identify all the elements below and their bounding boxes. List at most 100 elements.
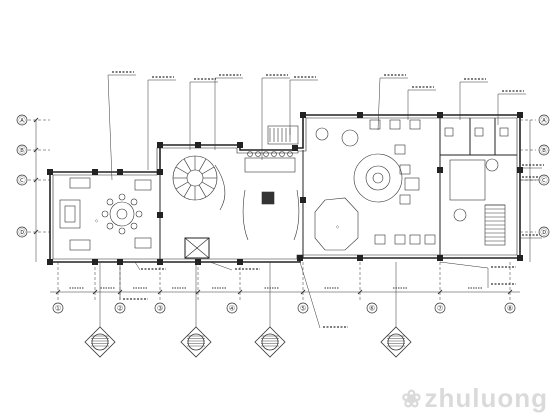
column xyxy=(47,259,53,265)
column xyxy=(297,255,303,261)
chair xyxy=(130,222,138,230)
column xyxy=(195,142,201,148)
round-table xyxy=(109,201,135,227)
dimension-tick xyxy=(33,117,39,123)
axis-bubble-circle xyxy=(114,302,126,314)
dimension-tick xyxy=(237,289,243,295)
bar-stool xyxy=(271,151,277,157)
column xyxy=(157,142,163,148)
marker-circle xyxy=(387,333,405,351)
armchair xyxy=(69,239,91,251)
axis-bubble-label: ⑥ xyxy=(369,305,375,313)
axis-bubble-circle xyxy=(16,114,28,126)
sofa xyxy=(404,177,420,191)
elevation-markers xyxy=(84,262,412,358)
axis-bubble-Ⓑ-L: Ⓑ xyxy=(16,144,28,156)
bar-stool xyxy=(247,151,253,157)
axis-bubble-circle xyxy=(16,174,28,186)
axis-bubble-Ⓑ-R: Ⓑ xyxy=(538,144,550,156)
armchair xyxy=(424,234,436,245)
bar-stool xyxy=(255,151,261,157)
axis-bubble-Ⓒ-R: Ⓒ xyxy=(538,174,550,186)
round-table-center xyxy=(116,208,128,220)
stair-tread xyxy=(183,184,192,198)
round-lounge xyxy=(353,153,403,203)
stair-tread xyxy=(198,158,207,172)
axis-bubble-circle xyxy=(16,226,28,238)
marker-diamond xyxy=(254,326,286,358)
chair xyxy=(130,198,138,206)
interior-wall-line xyxy=(52,117,518,260)
display-table xyxy=(261,191,275,205)
armchair xyxy=(389,119,401,130)
axis-bubble-circle xyxy=(297,302,309,314)
axis-bubble-Ⓓ-R: Ⓓ xyxy=(538,226,550,238)
column xyxy=(357,112,363,118)
axis-bubble-circle xyxy=(154,302,166,314)
axis-bubble-circle xyxy=(52,302,64,314)
dimension-lines xyxy=(28,117,536,300)
axis-bubble-Ⓒ-L: Ⓒ xyxy=(16,174,28,186)
axis-bubble-circle xyxy=(434,302,446,314)
axis-bubble-label: ⑧ xyxy=(507,305,513,313)
chair xyxy=(118,193,126,201)
axis-bubble-label: ④ xyxy=(229,305,235,313)
paw-icon: ❀ xyxy=(401,386,423,413)
elevation-marker xyxy=(254,262,286,358)
armchair xyxy=(399,164,411,175)
axis-bubble-Ⓐ-R: Ⓐ xyxy=(538,114,550,126)
marker-circle xyxy=(91,333,109,351)
column xyxy=(517,112,523,118)
round-table-small xyxy=(341,129,359,147)
bar-stool xyxy=(287,151,293,157)
round-sofa xyxy=(365,165,391,191)
armchair xyxy=(134,237,152,249)
leader-line xyxy=(377,77,381,131)
bar-stool xyxy=(263,151,269,157)
dimension-tick xyxy=(195,289,201,295)
axis-bubble-label: Ⓓ xyxy=(19,229,26,237)
axis-bubble-label: Ⓐ xyxy=(541,117,548,125)
chair xyxy=(101,210,109,218)
entry-stair xyxy=(267,125,299,145)
elevator-shaft xyxy=(184,237,210,259)
stair-tread xyxy=(198,184,207,198)
marker-diamond xyxy=(380,326,412,358)
axis-bubble-1: ① xyxy=(52,302,64,314)
stair-rail xyxy=(214,164,226,211)
axis-bubble-label: Ⓓ xyxy=(541,229,548,237)
armchair xyxy=(134,179,152,191)
axis-bubble-4: ④ xyxy=(226,302,238,314)
axis-bubble-label: ⑤ xyxy=(300,305,306,313)
dimension-tick xyxy=(507,289,513,295)
column xyxy=(292,145,298,151)
axis-bubble-label: Ⓒ xyxy=(541,177,548,185)
armchair xyxy=(69,177,91,189)
stair-tread xyxy=(201,166,215,175)
round-table-small xyxy=(485,158,499,172)
chair xyxy=(106,222,114,230)
toilet xyxy=(499,127,509,137)
leader-line xyxy=(134,261,141,271)
axis-bubble-6: ⑥ xyxy=(366,302,378,314)
dimension-tick xyxy=(55,289,61,295)
round-table xyxy=(372,172,384,184)
leader-line xyxy=(439,261,489,269)
armchair xyxy=(399,194,411,205)
chair xyxy=(135,210,143,218)
column xyxy=(237,142,243,148)
column xyxy=(47,169,53,175)
bar-counter xyxy=(244,157,296,173)
armchair xyxy=(394,144,406,155)
room-tag: ◇ xyxy=(95,218,99,223)
straight-stair xyxy=(484,204,506,246)
axis-bubble-circle xyxy=(504,302,516,314)
axis-bubble-circle xyxy=(538,144,550,156)
stair-tread xyxy=(175,166,189,175)
dimension-tick xyxy=(300,289,306,295)
column xyxy=(357,255,363,261)
axis-bubble-label: ③ xyxy=(157,305,163,313)
axis-bubble-label: Ⓑ xyxy=(19,147,26,155)
